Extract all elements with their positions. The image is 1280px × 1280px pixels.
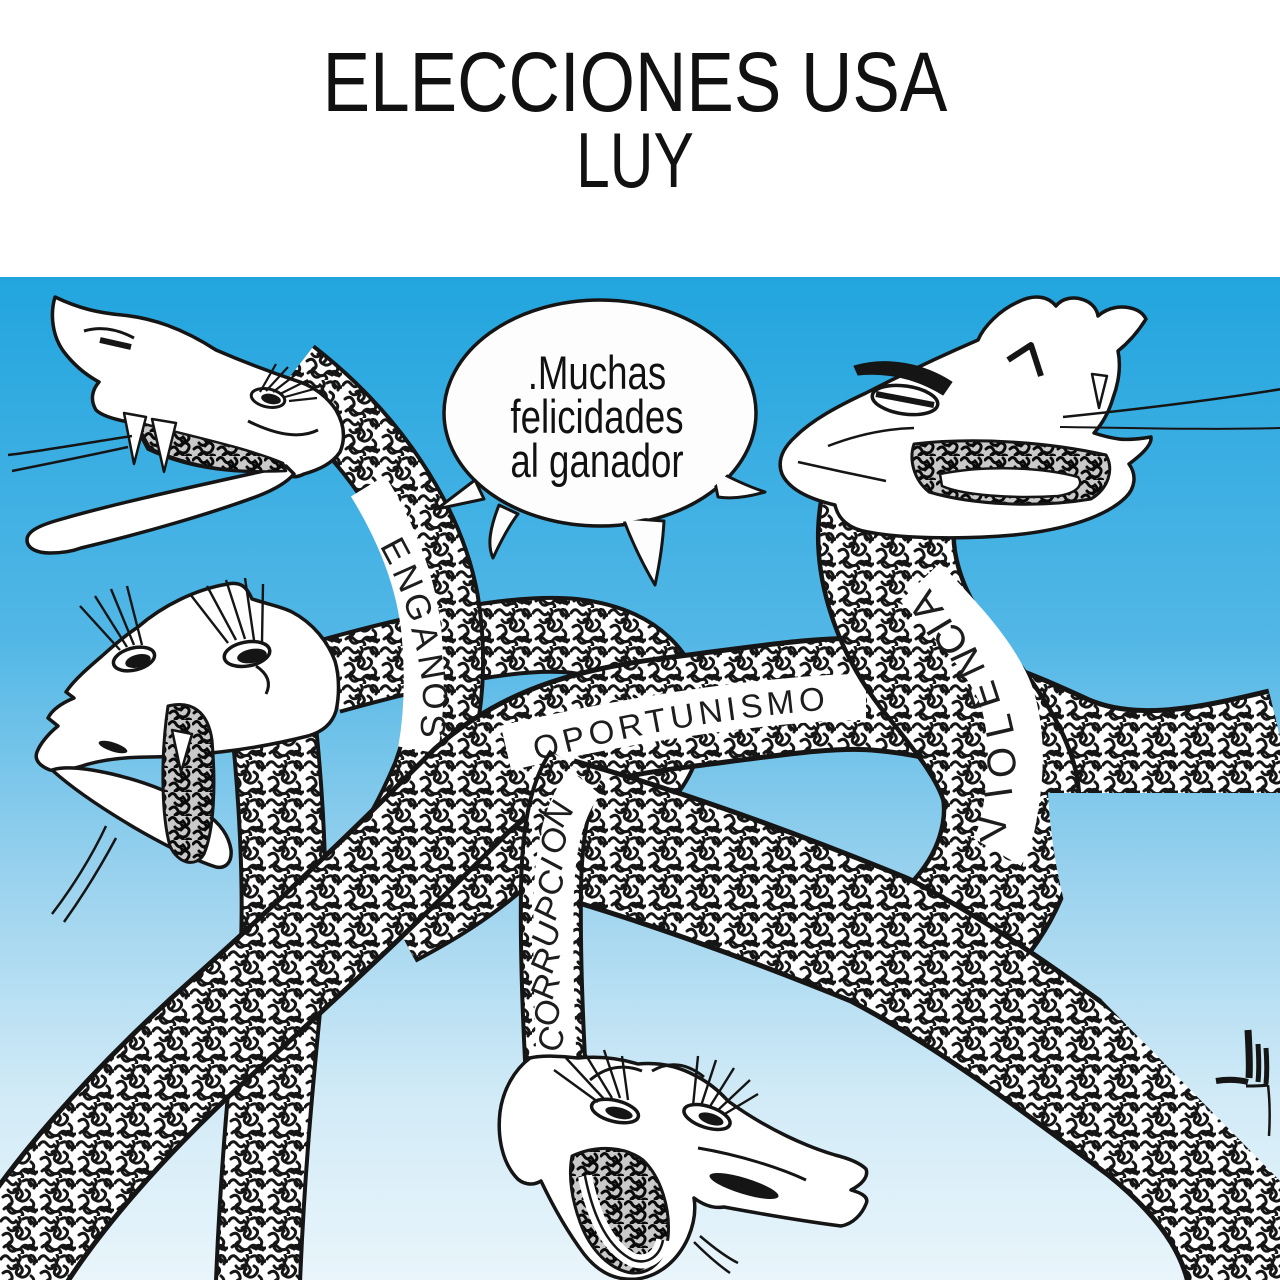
svg-text:.Muchas: .Muchas bbox=[528, 347, 666, 399]
svg-text:O: O bbox=[414, 681, 455, 712]
svg-text:O: O bbox=[978, 743, 1027, 781]
svg-text:felicidades: felicidades bbox=[510, 391, 683, 443]
svg-text:S: S bbox=[413, 714, 452, 738]
svg-text:V: V bbox=[970, 811, 1017, 843]
svg-text:al ganador: al ganador bbox=[510, 435, 683, 487]
